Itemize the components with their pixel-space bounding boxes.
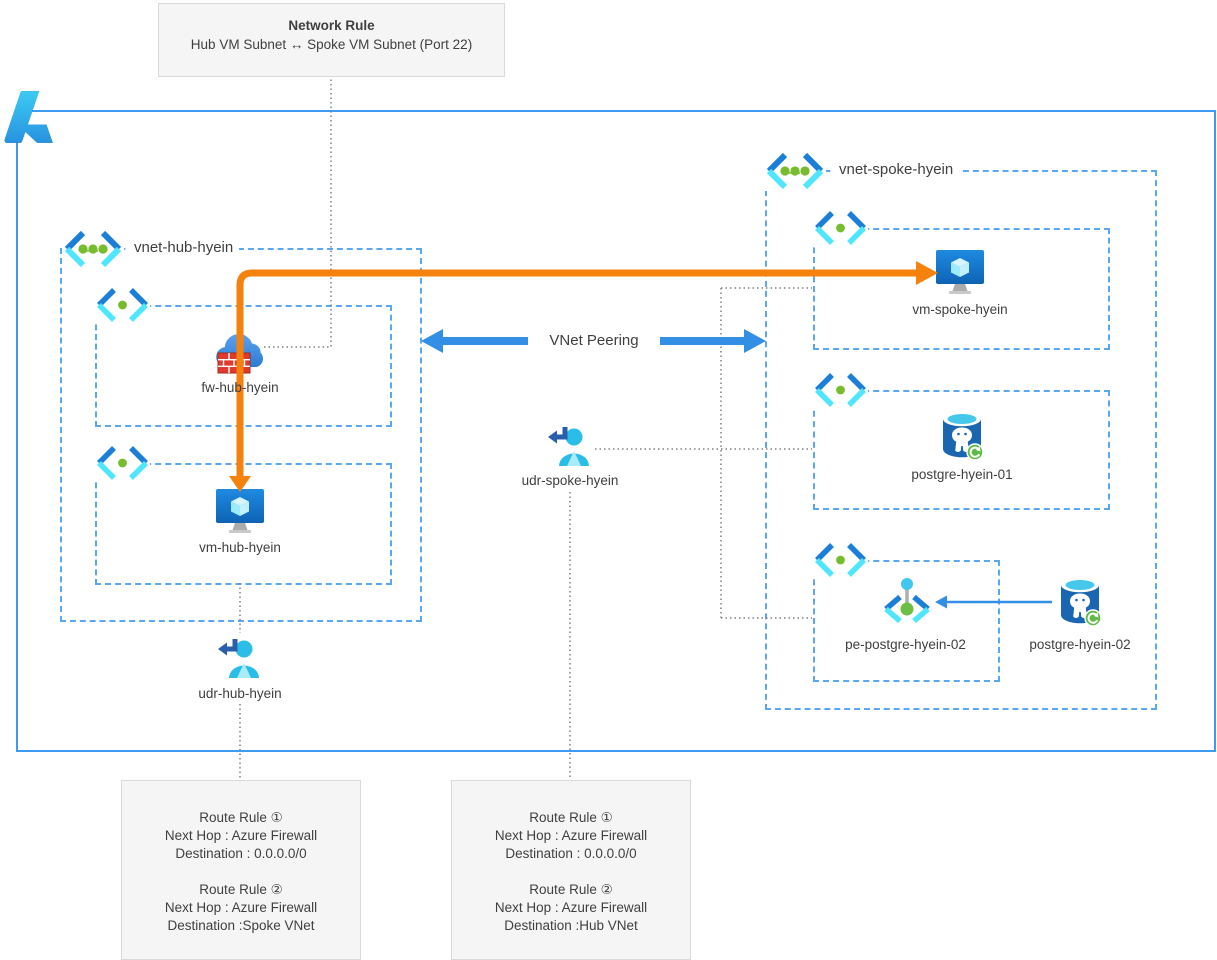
postgres-database-icon-02[interactable]: [1056, 576, 1104, 628]
route-rule-line: Next Hop : Azure Firewall: [494, 900, 648, 915]
subnet-icon-hub-vm[interactable]: [95, 445, 150, 481]
udr-hub-label: udr-hub-hyein: [165, 685, 315, 702]
postgres-database-icon-01[interactable]: [938, 410, 986, 462]
azure-logo-icon: [2, 86, 62, 148]
route-rule-line: Route Rule ②: [199, 882, 283, 897]
route-rule-line: Destination : 0.0.0.0/0: [505, 846, 637, 861]
virtual-network-icon-hub[interactable]: [62, 229, 124, 269]
virtual-network-icon-spoke[interactable]: [764, 151, 826, 191]
udr-spoke-label: udr-spoke-hyein: [495, 472, 645, 489]
route-rules-hub-box[interactable]: Route Rule ① Next Hop : Azure Firewall D…: [121, 780, 361, 960]
subnet-spoke-pe-box[interactable]: [813, 560, 1000, 682]
vnet-peering-label: VNet Peering: [528, 332, 660, 349]
route-rule-line: Destination :Hub VNet: [504, 918, 638, 933]
postgres-01-label: postgre-hyein-01: [911, 467, 1013, 482]
private-endpoint-icon[interactable]: [878, 576, 936, 632]
route-rule-line: Next Hop : Azure Firewall: [164, 828, 318, 843]
vm-spoke-label: vm-spoke-hyein: [912, 302, 1008, 317]
azure-firewall-icon[interactable]: [212, 327, 268, 375]
virtual-machine-icon-spoke[interactable]: [934, 248, 986, 296]
route-rule-line: Next Hop : Azure Firewall: [164, 900, 318, 915]
subnet-icon-spoke-postgres[interactable]: [813, 372, 868, 408]
virtual-machine-icon-hub[interactable]: [214, 487, 266, 535]
vnet-hub-label: vnet-hub-hyein: [128, 238, 240, 258]
route-rules-spoke-box[interactable]: Route Rule ① Next Hop : Azure Firewall D…: [451, 780, 691, 960]
route-rule-line: Route Rule ①: [199, 810, 283, 825]
route-rule-line: Destination : 0.0.0.0/0: [175, 846, 307, 861]
subnet-icon-spoke-vm[interactable]: [813, 210, 868, 246]
route-rule-line: Route Rule ②: [529, 882, 613, 897]
network-rule-subtitle: Hub VM Subnet ↔ Spoke VM Subnet (Port 22…: [190, 37, 473, 52]
vnet-spoke-label: vnet-spoke-hyein: [833, 160, 960, 180]
route-rule-line: Destination :Spoke VNet: [167, 918, 315, 933]
route-table-icon-hub[interactable]: [216, 636, 264, 682]
route-rule-line: Route Rule ①: [529, 810, 613, 825]
firewall-label: fw-hub-hyein: [201, 380, 279, 395]
network-rule-box[interactable]: Network Rule Hub VM Subnet ↔ Spoke VM Su…: [158, 3, 505, 77]
network-rule-title: Network Rule: [288, 18, 375, 33]
subnet-icon-spoke-pe[interactable]: [813, 542, 868, 578]
subnet-icon-hub-firewall[interactable]: [95, 287, 150, 323]
postgres-02-label: postgre-hyein-02: [1029, 637, 1131, 652]
vm-hub-label: vm-hub-hyein: [199, 540, 281, 555]
azure-boundary-box[interactable]: [16, 110, 1216, 752]
route-table-icon-spoke[interactable]: [546, 424, 594, 470]
route-rule-line: Next Hop : Azure Firewall: [494, 828, 648, 843]
pe-label: pe-postgre-hyein-02: [845, 637, 966, 652]
